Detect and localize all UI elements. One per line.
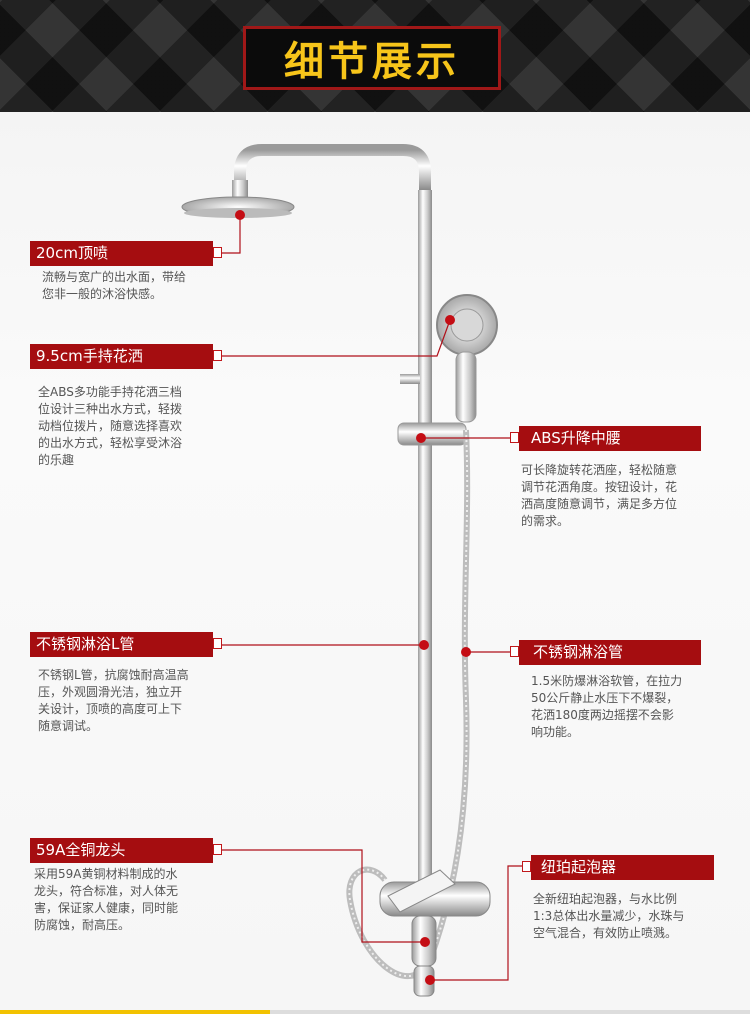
desc-top-shower: 流畅与宽广的出水面，带给 您非一般的沐浴快感。 [42,269,186,303]
desc-line: 您非一般的沐浴快感。 [42,287,163,301]
label-hose: 不锈钢淋浴管 [510,640,701,665]
desc-line: 位设计三种出水方式，轻拨 [38,402,183,416]
bottom-strip [0,1010,750,1014]
desc-line: 全新纽珀起泡器，与水比例 [533,892,678,906]
mixer-lever [387,869,456,913]
desc-line: 动档位拨片，随意选择喜欢 [38,419,183,433]
desc-line: 压，外观圆滑光洁，独立开 [38,685,183,699]
title-box: 细节展示 [243,26,501,90]
desc-slider: 可长降旋转花洒座，轻松随意 调节花洒角度。按钮设计，花 洒高度随意调节，满足多方… [521,462,677,530]
desc-line: 不锈钢L管，抗腐蚀耐高温高 [38,668,189,682]
hand-shower-handle [455,351,477,423]
desc-line: 空气混合，有效防止喷溅。 [533,926,678,940]
leader-lines [218,215,525,981]
label-l-pipe: 不锈钢淋浴L管 [30,632,222,657]
desc-line: 1:3总体出水量减少，水珠与 [533,909,685,923]
desc-line: 防腐蚀，耐高压。 [34,918,131,932]
desc-line: 关设计，顶喷的高度可上下 [38,702,183,716]
label-slider: ABS升降中腰 [510,426,701,451]
desc-line: 50公斤静止水压下不爆裂， [531,691,679,705]
leader-dots [235,210,471,985]
desc-line: 调节花洒角度。按钮设计，花 [521,480,678,494]
label-faucet: 59A全铜龙头 [30,838,222,863]
desc-line: 洒高度随意调节，满足多方位 [521,497,678,511]
desc-line: 采用59A黄铜材料制成的水 [34,867,178,881]
desc-line: 的出水方式，轻松享受沐浴 [38,436,183,450]
slider-bracket [397,422,467,446]
desc-l-pipe: 不锈钢L管，抗腐蚀耐高温高 压，外观圆滑光洁，独立开 关设计，顶喷的高度可上下 … [38,667,189,735]
label-top-shower: 20cm顶喷 [30,241,222,266]
desc-line: 响功能。 [531,725,580,739]
label-hand-shower: 9.5cm手持花洒 [30,344,222,369]
desc-line: 可长降旋转花洒座，轻松随意 [521,463,678,477]
desc-line: 的需求。 [521,514,570,528]
header-banner: 细节展示 [0,0,750,112]
label-aerator: 纽珀起泡器 [522,855,714,880]
desc-line: 流畅与宽广的出水面，带给 [42,270,187,284]
desc-aerator: 全新纽珀起泡器，与水比例 1:3总体出水量减少，水珠与 空气混合，有效防止喷溅。 [533,891,684,942]
desc-line: 龙头，符合标准，对人体无 [34,884,179,898]
desc-line: 全ABS多功能手持花洒三档 [38,385,182,399]
desc-hose: 1.5米防爆淋浴软管，在拉力 50公斤静止水压下不爆裂， 花洒180度两边摇摆不… [531,673,682,741]
main-pole [418,190,432,890]
desc-hand-shower: 全ABS多功能手持花洒三档 位设计三种出水方式，轻拨 动档位拨片，随意选择喜欢 … [38,384,182,469]
desc-line: 的乐趣 [38,453,75,467]
desc-line: 1.5米防爆淋浴软管，在拉力 [531,674,683,688]
top-shower-connector [232,180,248,202]
desc-faucet: 采用59A黄铜材料制成的水 龙头，符合标准，对人体无 害，保证家人健康，同时能 … [34,866,178,934]
top-arm [234,144,431,190]
desc-line: 害，保证家人健康，同时能 [34,901,179,915]
desc-line: 随意调试。 [38,719,99,733]
desc-line: 花洒180度两边摇摆不会影 [531,708,674,722]
page-title: 细节展示 [284,39,460,85]
